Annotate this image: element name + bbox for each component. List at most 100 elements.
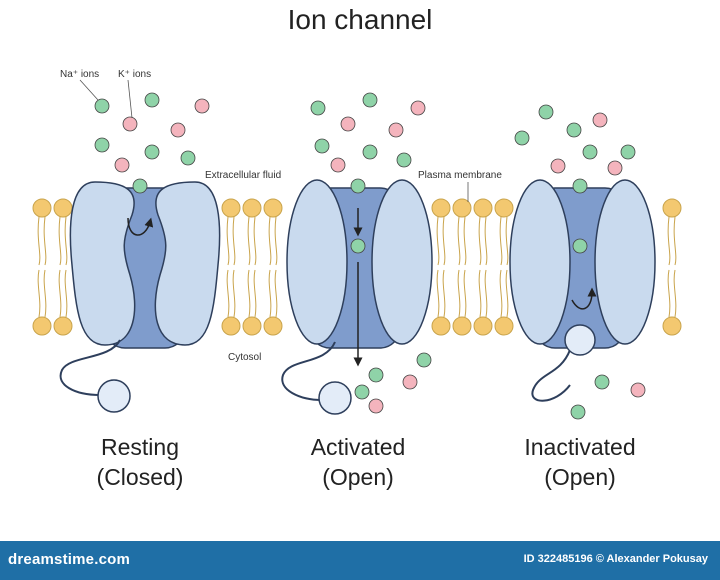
lipid-tail [64,216,68,318]
lipid-tail [499,216,503,318]
na-ion [144,144,160,160]
lipid-tail [268,216,272,318]
state-name: Resting [101,434,179,460]
footer-bar: dreamstime.com ID 322485196 © Alexander … [0,541,720,580]
k-ion [122,116,138,132]
k-ion [607,160,623,176]
lipid-tail [58,216,62,318]
state-label-activated: Activated (Open) [258,432,458,492]
na-label-leader [79,79,99,101]
lipid-head [242,316,262,336]
state-label-inactivated: Inactivated (Open) [480,432,680,492]
lipid-heads-bottom [32,316,682,336]
na-ion [132,178,148,194]
lipid-head [494,198,514,218]
inactivation-ball [564,324,596,356]
na-ion [350,178,366,194]
ion-channel-diagram: Na⁺ ions K⁺ ions Extracellular fluid Pla… [32,69,682,420]
k-ion [630,382,646,398]
lipid-head [221,198,241,218]
lipid-tail [253,216,257,318]
na-ion [94,137,110,153]
k-ion [170,122,186,138]
extracellular-label: Extracellular fluid [205,170,281,181]
k-ion [330,157,346,173]
lipid-bilayer [32,198,682,336]
state-name: Activated [310,434,406,460]
lipid-tail [37,216,41,318]
inactivation-ball [97,379,131,413]
inactivation-chain [281,341,336,401]
na-ion [416,352,432,368]
na-ion [314,138,330,154]
footer-credit: ID 322485196 © Alexander Pokusay [523,553,708,565]
na-ion [94,98,110,114]
na-ion [620,144,636,160]
k-ion [388,122,404,138]
na-ion [310,100,326,116]
lipid-head [221,316,241,336]
channel-subunit-left [286,179,348,345]
blocked-path-arrow [127,217,154,236]
channel-inactivated [509,179,656,402]
k-ion [550,158,566,174]
lipid-tail [442,216,446,318]
lipid-heads-top [32,198,682,218]
lipid-head [662,198,682,218]
lipid-tail [436,216,440,318]
lipid-head [242,198,262,218]
k-ion [194,98,210,114]
na-ion [582,144,598,160]
channel-subunit-right [371,179,433,345]
lipid-tail [673,216,677,318]
lipid-head [32,316,52,336]
na-ions-label: Na⁺ ions [60,69,99,80]
lipid-head [452,198,472,218]
na-ion [180,150,196,166]
state-sub: (Open) [322,464,394,490]
lipid-head [431,198,451,218]
na-ion [362,144,378,160]
lipid-tail [484,216,488,318]
na-ion [572,178,588,194]
k-ions-label: K⁺ ions [118,69,151,80]
na-ion [514,130,530,146]
lipid-tail [478,216,482,318]
lipid-head [431,316,451,336]
lipid-tail [232,216,236,318]
plasma-membrane-label: Plasma membrane [418,170,502,181]
lipid-tail [274,216,278,318]
ions [94,92,646,420]
na-ion [362,92,378,108]
lipid-head [494,316,514,336]
ion-return-arrow [571,287,597,310]
footer-brand[interactable]: dreamstime.com [8,551,131,568]
na-ion [566,122,582,138]
k-ion [114,157,130,173]
lipid-head [32,198,52,218]
lipid-head [473,316,493,336]
k-ion [340,116,356,132]
inactivation-chain [531,349,571,402]
k-ion [368,398,384,414]
lipid-tail [43,216,47,318]
inactivation-chain [59,339,121,396]
lipid-head [53,198,73,218]
cytosol-label: Cytosol [228,352,261,363]
state-label-resting: Resting (Closed) [40,432,240,492]
na-ion [144,92,160,108]
lipid-head [452,316,472,336]
state-name: Inactivated [524,434,636,460]
channel-activated [281,179,433,415]
inactivation-ball [318,381,352,415]
channel-resting [59,181,221,413]
channel-subunit-right [594,179,656,345]
diagram-title: Ion channel [287,4,433,35]
na-ion [368,367,384,383]
na-ion [572,238,588,254]
na-ion [350,238,366,254]
lipid-head [662,316,682,336]
k-ion [592,112,608,128]
lipid-tail [457,216,461,318]
lipid-tail [505,216,509,318]
